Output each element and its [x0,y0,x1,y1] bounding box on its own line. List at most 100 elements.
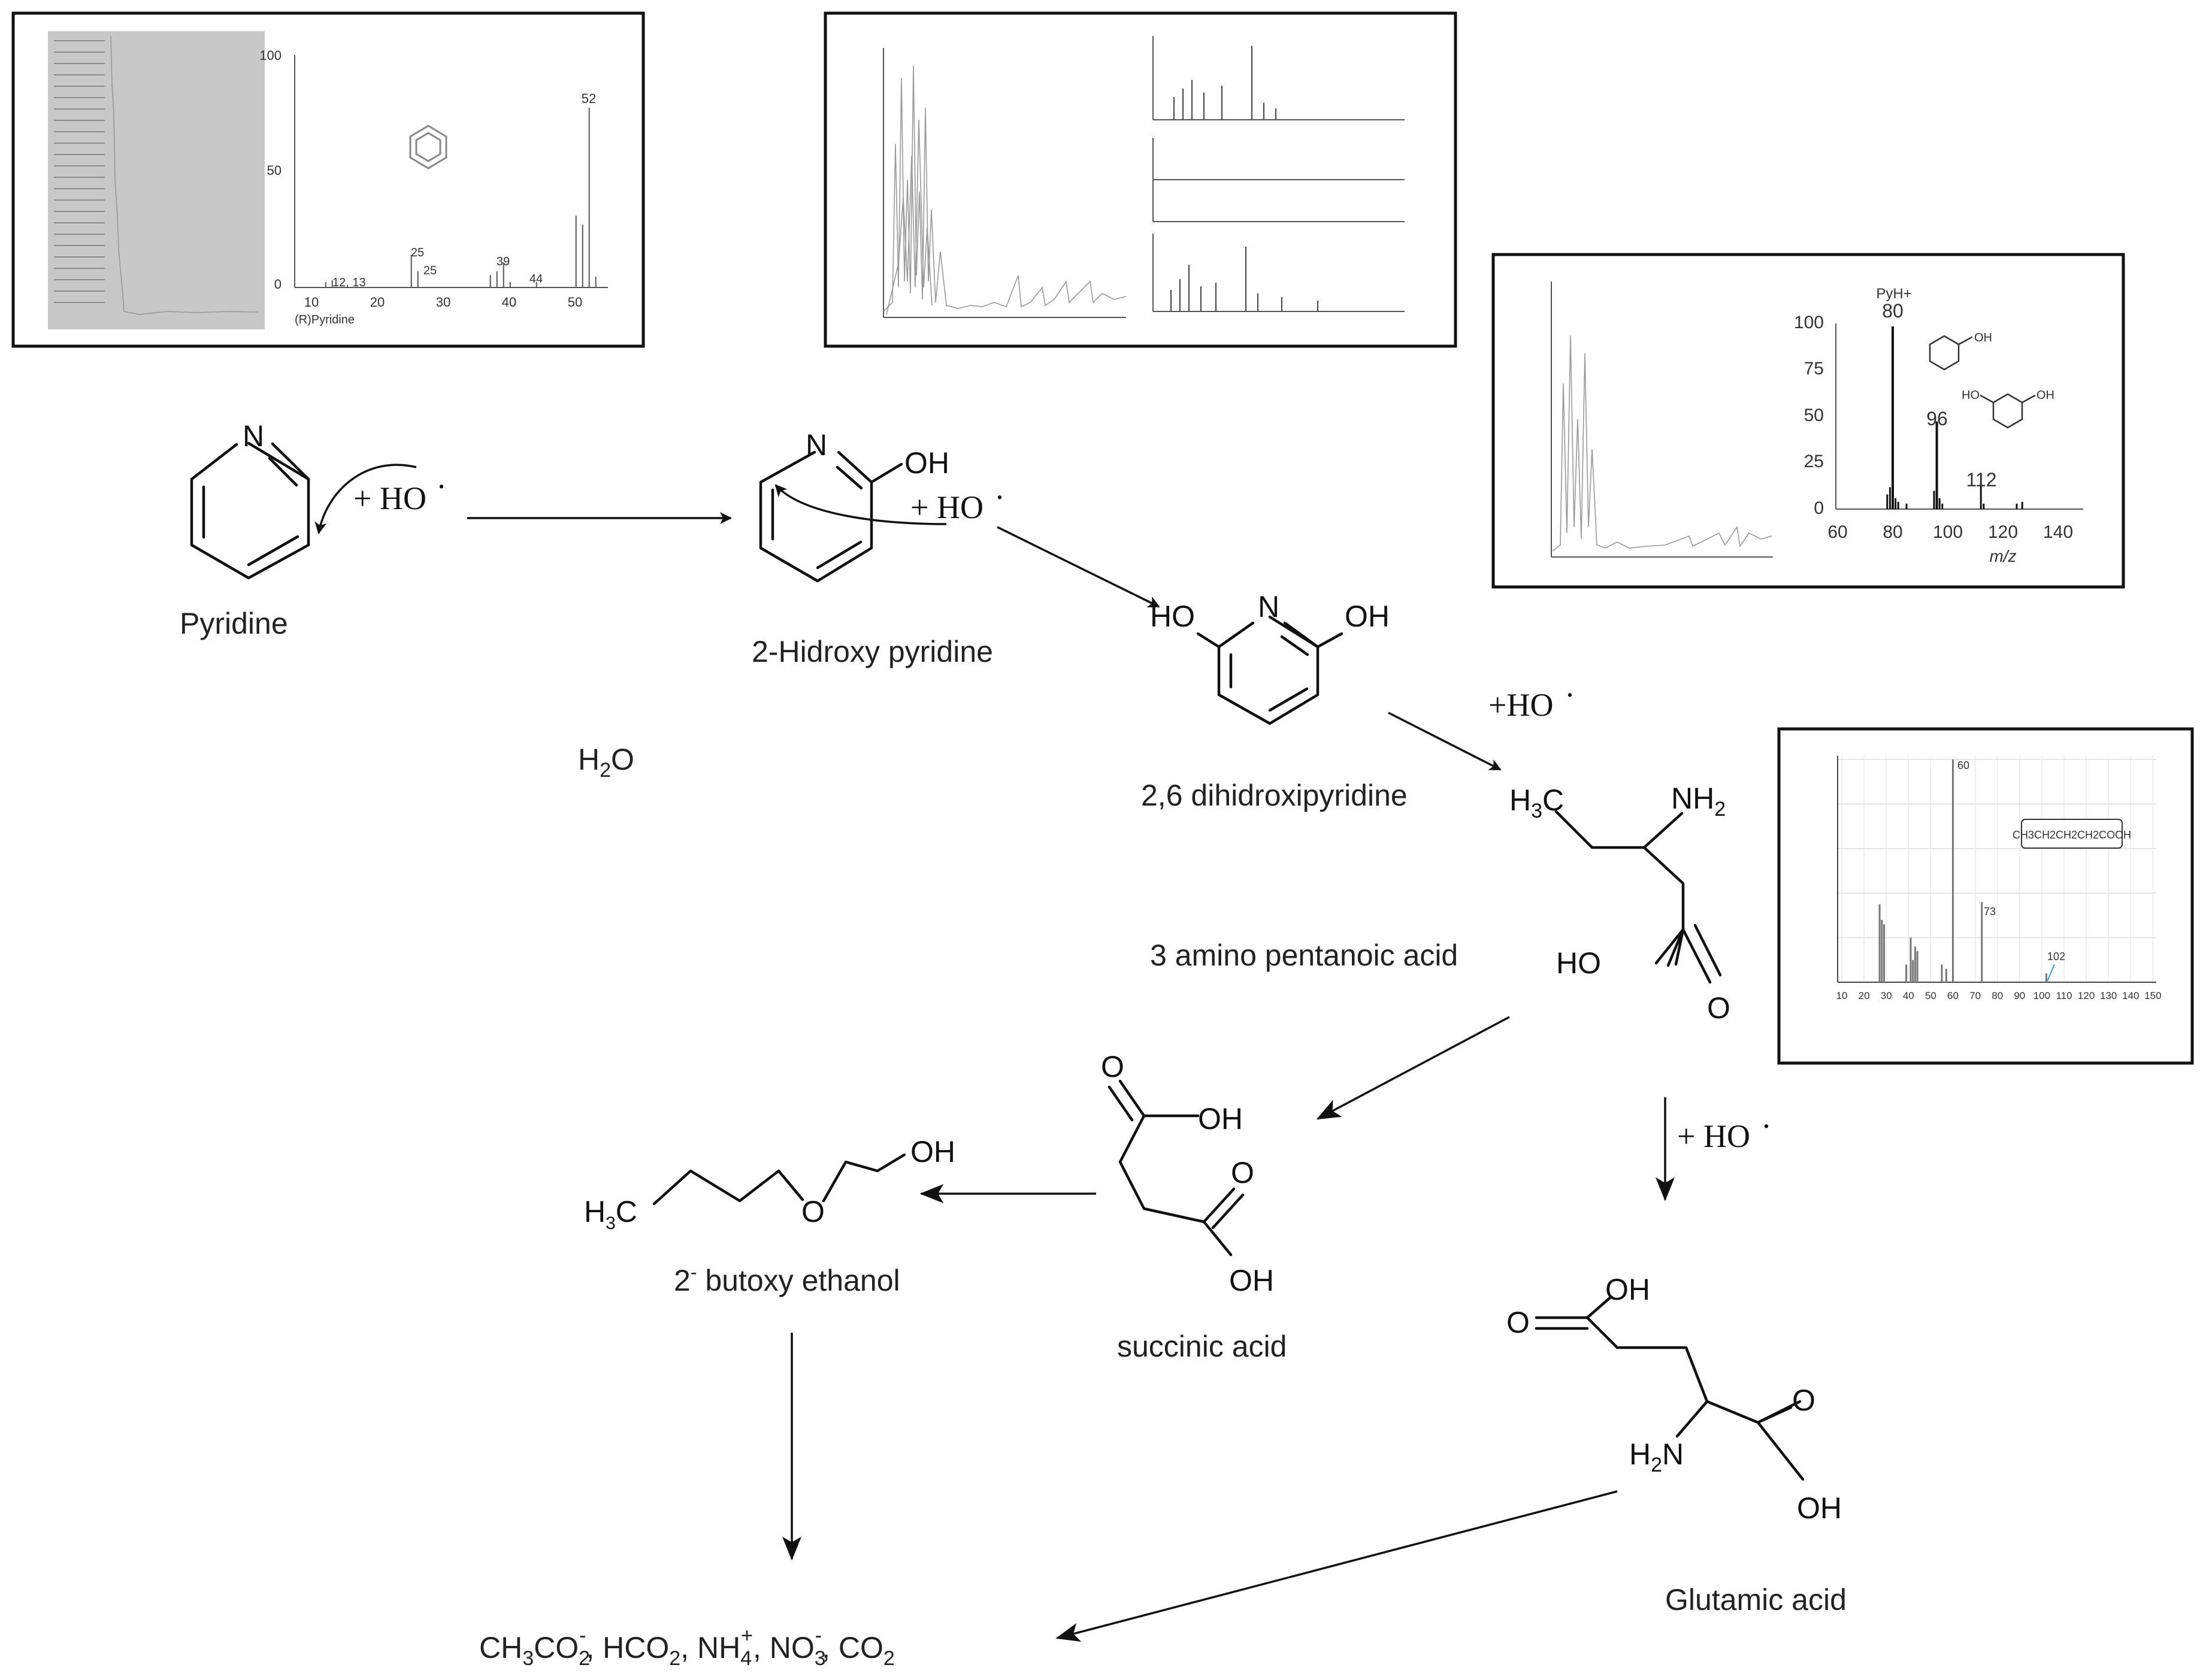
butoxy-chain-2 [822,1153,906,1203]
arrow-glutamic-to-products [1055,1490,1618,1642]
amino-pentanoic-co-bond-2 [1674,928,1685,966]
hp-xtick-120: 120 [1988,522,2018,542]
glutamic-c-o-double-2b [1756,1400,1802,1424]
aa-xtick-70: 70 [1969,990,1981,1001]
pyridine-ytick-50: 50 [267,163,282,178]
hp-fragment-2-ho: HO [1962,389,1980,402]
amino-pentanoic-reagent: + HO [1677,1118,1750,1154]
pyridine-n-bond [190,443,238,481]
hp-peak-96: 96 [1926,408,1948,429]
amino-pentanoic-reagent-dot: · [1761,1108,1772,1144]
final-products: CH3CO2-, HCO2, NH4+, NO3-, CO2 [479,1624,895,1670]
succinic-c-oh-bond-2 [1202,1220,1233,1257]
amino-pentanoic-chain-1 [1554,810,1684,849]
glutamic-o-2: O [1792,1384,1815,1417]
dihydroxypyridine-oh-bond [1316,632,1343,649]
arrow-to-succinic [1316,1016,1510,1120]
dihydroxypyridine-reagent: +HO [1488,687,1553,723]
pyridine-ring-bonds [190,441,310,580]
library-list-lines [54,40,105,303]
aa-xtick-60: 60 [1947,990,1959,1001]
hydroxypyridine-reagent-dot: · [994,479,1005,515]
tic-trace-2 [886,119,933,315]
hydroxypyridine-attack-arrow [774,484,947,525]
pyridine-peak-label-39: 39 [497,255,510,268]
glutamic-c-oh-bond [1585,1295,1613,1319]
hp-fragment-1-oh: OH [1974,331,1992,344]
succinic-label: succinic acid [1117,1330,1287,1363]
hydroxypyridine-label: 2-Hidroxy pyridine [752,635,993,668]
amino-pentanoic-c-o-double [1681,928,1712,984]
glutamic-oh-2: OH [1797,1491,1842,1525]
aa-xtick-150: 150 [2144,990,2161,1001]
dihydroxypyridine-n-atom: N [1258,590,1279,623]
succinic-c-o-double-1b [1107,1085,1134,1122]
pyridine-double-bond-3 [268,456,298,487]
hp-spectrum-bars [1886,326,2023,509]
aa-grid [1838,756,2156,983]
pyridine-peak-label-52: 52 [582,91,596,106]
hp-xtick-140: 140 [2043,522,2073,542]
butoxy-ethanol-label: 2- butoxy ethanol [674,1261,900,1297]
glutamic-o-1: O [1506,1306,1530,1339]
pyridine-label: Pyridine [180,607,288,640]
aa-spectrum-bars [1878,759,2047,982]
amino-pentanoic-ho: HO [1556,946,1601,980]
hydroxypyridine-ring [759,450,873,583]
inset-frame-4 [1777,727,2194,1065]
aa-xtick-90: 90 [2014,990,2025,1001]
pyridine-n-bond-2 [271,442,310,481]
glutamic-label: Glutamic acid [1665,1583,1847,1617]
mini-spectrum-3-bars [1170,247,1318,311]
hp-ytick-50: 50 [1804,405,1824,425]
pyridine-xtick-20: 20 [370,295,385,310]
dihydroxypyridine-ring [1217,615,1320,725]
aa-xtick-100: 100 [2033,990,2050,1001]
pyridine-peak-label-12-13: 12, 13 [332,276,366,289]
inset-frame-2 [824,11,1457,348]
succinic-oh-2: OH [1229,1264,1274,1297]
pyridine-xtick-10: 10 [304,295,319,310]
butoxy-o: O [801,1195,825,1228]
chromatogram-inset [824,11,1457,348]
hp-xtick-60: 60 [1827,522,1847,542]
mini-spectrum-1-bars [1173,46,1276,120]
aa-xtick-20: 20 [1859,990,1870,1001]
aa-formula-box [2021,819,2123,849]
pyridine-reagent: + HO [353,480,426,516]
aa-xtick-130: 130 [2100,990,2117,1001]
hp-ytick-75: 75 [1804,359,1824,379]
aa-xtick-50: 50 [1925,990,1936,1001]
amino-pentanoic-o: O [1707,991,1730,1025]
water-label: H2O [578,743,634,782]
hp-xtick-80: 80 [1883,522,1902,542]
aa-xtick-10: 10 [1836,990,1848,1001]
amino-pentanoic-h3c: H3C [1509,783,1564,822]
butoxy-ethanol-structure [652,1153,906,1206]
aa-peak-102: 102 [2047,951,2065,962]
hydroxypyridine-double-2 [816,540,863,570]
aa-xtick-110: 110 [2056,990,2072,1001]
hp-ytick-100: 100 [1794,313,1824,332]
hp-ytick-0: 0 [1814,498,1824,518]
hydroxypyridine-reagent: + HO [910,489,984,525]
aa-xtick-120: 120 [2078,990,2095,1001]
amino-pentanoic-label: 3 amino pentanoic acid [1150,939,1458,972]
hp-peak-80: 80 [1882,300,1904,322]
pyridine-reagent-dot: · [436,468,447,504]
pyridine-double-bond-2 [247,535,299,567]
pyridine-spectrum-bars [325,108,597,287]
amino-pentanoic-structure [1554,810,1722,984]
hydroxypyridine-oh: OH [904,446,949,480]
pyridine-n-atom: N [243,419,264,453]
hp-fragment-1 [1929,335,1973,371]
glutamic-chain [1585,1316,1760,1424]
pyridine-peak-label-25b: 25 [423,264,437,277]
succinic-c-o-double-1a [1118,1079,1146,1118]
pyridine-xtick-40: 40 [502,295,516,310]
pyridine-xtick-50: 50 [568,295,582,310]
hp-ytick-25: 25 [1804,452,1824,471]
dihydroxypyridine-reagent-dot: · [1565,677,1575,713]
dihydroxypyridine-n-bond-2 [1217,621,1255,649]
succinic-o-1: O [1101,1050,1124,1083]
